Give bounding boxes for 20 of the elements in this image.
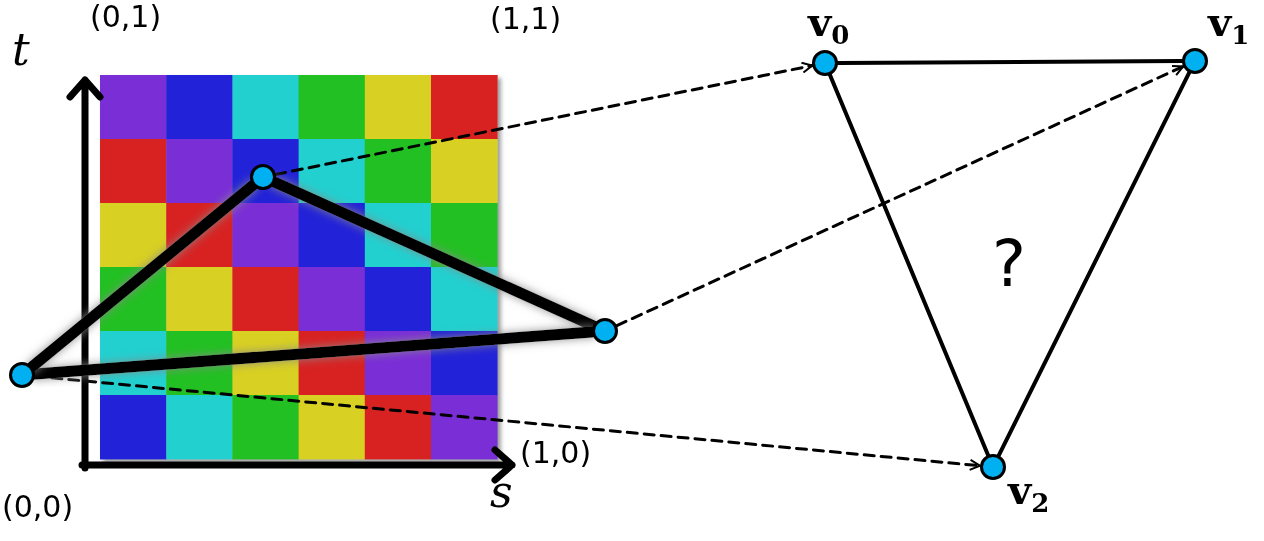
vertex-dot bbox=[592, 318, 618, 344]
vertex-label: v$_{0}$ bbox=[808, 2, 850, 48]
axis-label: s bbox=[490, 470, 513, 514]
vertex-dot bbox=[1182, 48, 1208, 74]
triangle-edge bbox=[836, 59, 1184, 65]
coordinate-label: (1,1) bbox=[490, 4, 562, 34]
triangle-edge bbox=[996, 70, 1192, 458]
vertex-dot bbox=[980, 454, 1006, 480]
vertex-dot bbox=[812, 50, 838, 76]
vertex-label: v$_{1}$ bbox=[1208, 2, 1250, 48]
coordinate-label: (1,0) bbox=[520, 438, 592, 468]
mapping-arrow bbox=[615, 64, 1185, 328]
unknown-mark: ? bbox=[992, 232, 1026, 296]
mapping-arrow bbox=[274, 61, 814, 176]
vertex-dot bbox=[9, 362, 35, 388]
coordinate-label: (0,0) bbox=[2, 492, 74, 522]
coordinate-label: (0,1) bbox=[90, 2, 162, 32]
vertex-label: v$_{2}$ bbox=[1008, 470, 1050, 516]
triangle-edge bbox=[828, 73, 990, 457]
axis-label: t bbox=[12, 28, 30, 72]
